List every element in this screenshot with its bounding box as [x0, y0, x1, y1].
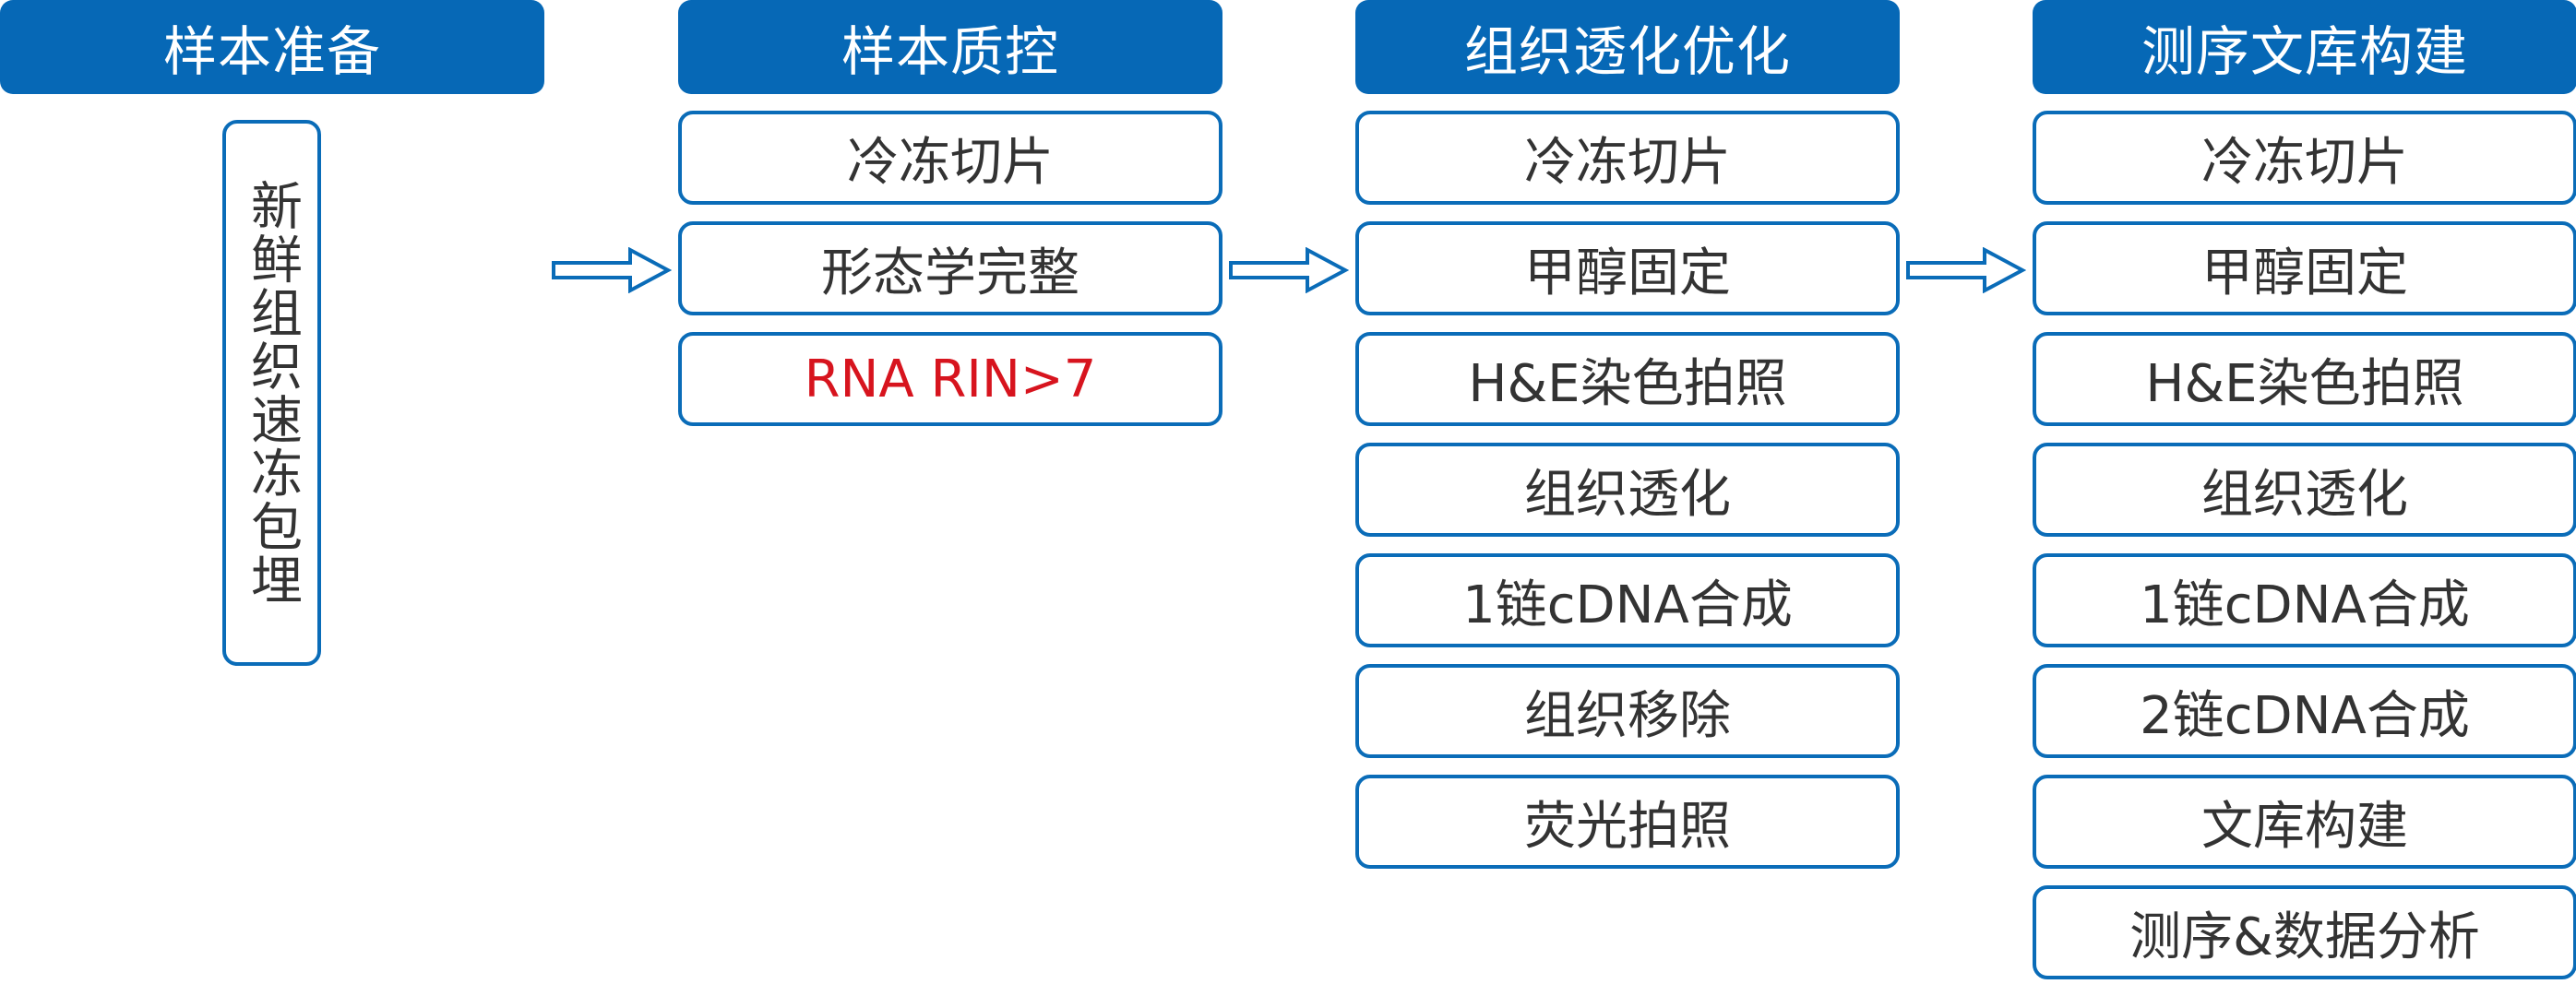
column-library-construction: 测序文库构建 冷冻切片 甲醇固定 H&E染色拍照 组织透化 1链cDNA合成 2… [2033, 0, 2576, 979]
column-header: 样本质控 [678, 0, 1222, 94]
step-label: 新鲜组织速冻包埋 [242, 179, 303, 607]
step-box: 文库构建 [2033, 775, 2576, 869]
step-box: H&E染色拍照 [2033, 332, 2576, 426]
step-box: 1链cDNA合成 [1355, 553, 1900, 647]
flow-arrow-icon [552, 247, 672, 293]
column-sample-qc: 样本质控 冷冻切片 形态学完整 RNA RIN>7 [678, 0, 1222, 426]
step-box: 形态学完整 [678, 221, 1222, 315]
step-box: 冷冻切片 [678, 111, 1222, 205]
step-box: 荧光拍照 [1355, 775, 1900, 869]
step-box: 2链cDNA合成 [2033, 664, 2576, 758]
step-list: 冷冻切片 甲醇固定 H&E染色拍照 组织透化 1链cDNA合成 2链cDNA合成… [2033, 111, 2576, 996]
column-sample-prep: 样本准备 新鲜组织速冻包埋 [0, 0, 544, 666]
flow-arrow-icon [1229, 247, 1349, 293]
step-box-vertical: 新鲜组织速冻包埋 [222, 120, 321, 666]
column-header: 组织透化优化 [1355, 0, 1900, 94]
step-box: H&E染色拍照 [1355, 332, 1900, 426]
step-box: 冷冻切片 [1355, 111, 1900, 205]
column-header: 样本准备 [0, 0, 544, 94]
step-box: 冷冻切片 [2033, 111, 2576, 205]
step-box: 组织透化 [1355, 443, 1900, 537]
step-box: 组织移除 [1355, 664, 1900, 758]
step-list: 冷冻切片 甲醇固定 H&E染色拍照 组织透化 1链cDNA合成 组织移除 荧光拍… [1355, 111, 1900, 885]
step-box: 甲醇固定 [1355, 221, 1900, 315]
step-box: 测序&数据分析 [2033, 885, 2576, 979]
column-permeabilization: 组织透化优化 冷冻切片 甲醇固定 H&E染色拍照 组织透化 1链cDNA合成 组… [1355, 0, 1900, 869]
step-list: 冷冻切片 形态学完整 RNA RIN>7 [678, 111, 1222, 443]
step-box: 组织透化 [2033, 443, 2576, 537]
step-box: 甲醇固定 [2033, 221, 2576, 315]
column-header: 测序文库构建 [2033, 0, 2576, 94]
step-box: 1链cDNA合成 [2033, 553, 2576, 647]
flow-arrow-icon [1906, 247, 2026, 293]
step-box-highlight: RNA RIN>7 [678, 332, 1222, 426]
